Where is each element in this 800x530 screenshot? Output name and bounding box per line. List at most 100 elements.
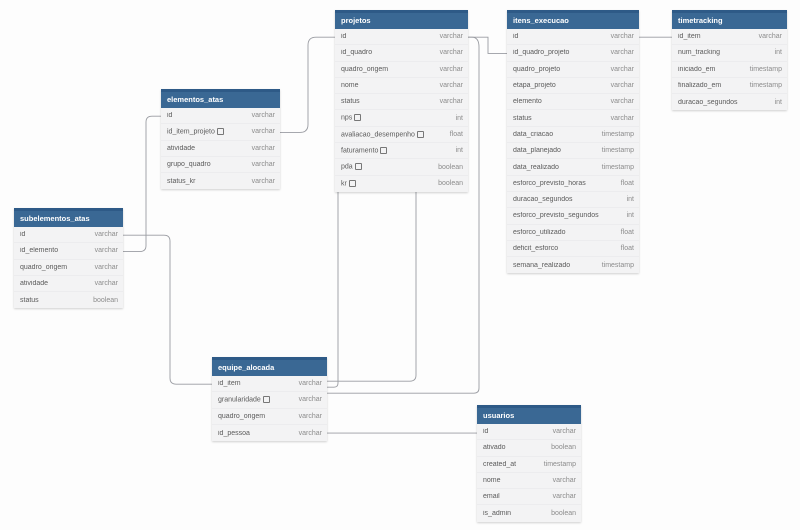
column-type: varchar [298,412,322,420]
column-name: atividade [20,280,95,287]
table-title[interactable]: subelementos_atas [14,211,123,227]
table-title[interactable]: elementos_atas [161,92,280,108]
column-type: varchar [251,144,275,152]
relation-line[interactable] [123,234,212,385]
note-icon[interactable] [216,128,224,136]
table-title[interactable]: equipe_alocada [212,360,327,376]
column-row[interactable]: nome varchar [335,78,468,95]
column-type: varchar [439,65,463,73]
relation-line[interactable] [123,115,161,252]
column-name-text: id_item [218,380,241,388]
note-icon[interactable] [354,163,362,171]
column-name-text: id [513,33,519,41]
column-name-text: id [167,112,173,120]
column-name-text: id_elemento [20,247,59,255]
note-icon[interactable] [416,130,424,138]
table-title[interactable]: projetos [335,13,468,29]
column-type: timestamp [601,163,634,171]
column-name-text: nome [341,82,359,90]
table-title[interactable]: usuarios [477,408,581,424]
column-name: iniciado_em [678,66,750,73]
column-type: varchar [94,231,118,239]
column-type: float [620,228,634,236]
relation-line[interactable] [468,36,507,54]
relation-line[interactable] [327,36,480,394]
relation-line[interactable] [280,36,335,133]
relation-line[interactable] [327,120,339,388]
column-type: varchar [552,493,576,501]
table-title[interactable]: itens_execucao [507,13,639,29]
column-name: id_item [218,380,299,387]
column-name-text: id_quadro_projeto [513,49,570,57]
note-icon[interactable] [380,147,388,155]
column-name-text: quadro_origem [20,263,68,271]
relation-line[interactable] [327,120,417,382]
note-icon[interactable] [348,180,356,188]
column-type: varchar [439,82,463,90]
table-title[interactable]: timetracking [672,13,787,29]
column-name-text: id_item_projeto [167,128,215,136]
note-icon[interactable] [354,114,362,122]
column-type: timestamp [543,460,576,468]
column-name-text: is_admin [483,510,512,518]
note-icon[interactable] [262,396,270,404]
column-name-text: grupo_quadro [167,161,211,169]
